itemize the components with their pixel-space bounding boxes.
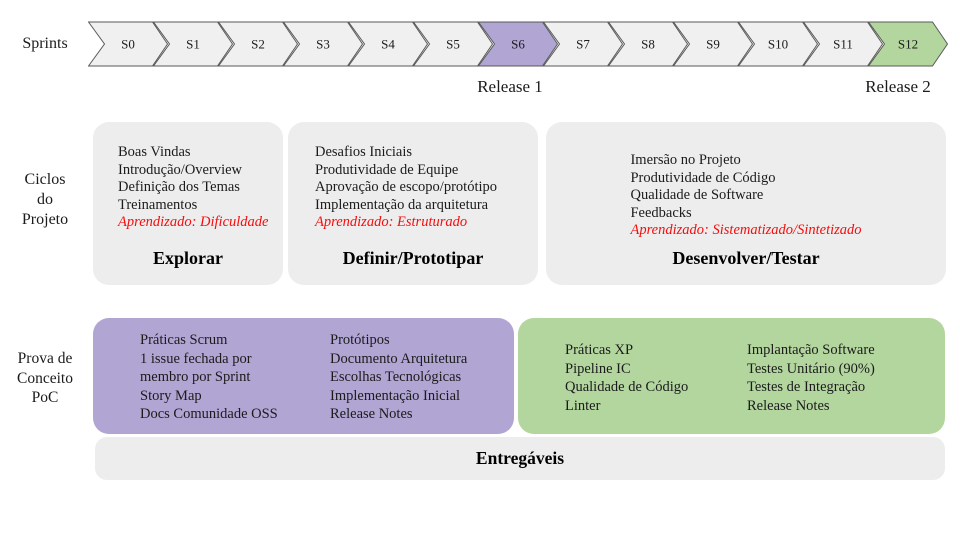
sprint-chevron-s3: [282, 21, 364, 67]
sprint-label-s6: S6: [511, 37, 525, 52]
xp-item: Implantação Software: [747, 342, 875, 358]
sprint-chevron-s9: [672, 21, 754, 67]
sprint-label-s2: S2: [251, 37, 265, 52]
scrum-item: Story Map: [140, 387, 202, 404]
sprint-chevron-s4: [347, 21, 429, 67]
sprint-label-s10: S10: [768, 37, 788, 52]
define-item: Produtividade de Equipe: [315, 161, 459, 178]
define-item: Aprovação de escopo/protótipo: [315, 179, 498, 195]
xp-item: Pipeline IC: [565, 360, 631, 377]
scrum-item: 1 issue fechada por: [140, 350, 252, 367]
explore-item: Definição dos Temas: [118, 179, 240, 195]
xp-item: Linter: [565, 397, 601, 414]
scrum-item: Escolhas Tecnológicas: [330, 369, 462, 385]
sprint-chevron-s5: [412, 21, 494, 67]
release-2-label: Release 2: [865, 77, 931, 96]
poc-xp-box: Práticas XP Pipeline IC Qualidade de Cód…: [518, 318, 945, 434]
xp-item: Release Notes: [747, 397, 830, 414]
define-title: Definir/Prototipar: [342, 248, 484, 268]
cycles-row-label: Ciclos do Projeto: [0, 170, 90, 230]
scrum-item: Documento Arquitetura: [330, 350, 468, 367]
scrum-item: Docs Comunidade OSS: [140, 406, 278, 422]
develop-item-list: Imersão no Projeto Produtividade de Códi…: [630, 152, 861, 240]
define-learning-note: Aprendizado: Estruturado: [315, 214, 468, 230]
define-item: Desafios Iniciais: [315, 144, 413, 160]
xp-item: Qualidade de Código: [565, 379, 689, 395]
poc-scrum-box: Práticas Scrum 1 issue fechada por membr…: [93, 318, 514, 434]
scrum-item: Práticas Scrum: [140, 332, 228, 348]
develop-item: Imersão no Projeto: [630, 152, 741, 168]
poc-row-label-line3: PoC: [31, 389, 59, 406]
cycles-row-label-line3: Projeto: [21, 211, 69, 228]
sprint-label-s9: S9: [706, 37, 720, 52]
poc-row-label: Prova de Conceito PoC: [0, 349, 90, 408]
explore-learning-note: Aprendizado: Dificuldade: [118, 214, 269, 230]
explore-title: Explorar: [153, 248, 223, 268]
sprint-label-s8: S8: [641, 37, 655, 52]
cycle-box-explore: Boas Vindas Introdução/Overview Definiçã…: [93, 122, 283, 285]
deliverables-box: Entregáveis: [95, 437, 945, 480]
sprint-chevron-s0: [88, 21, 169, 67]
release-1-label: Release 1: [477, 77, 543, 96]
scrum-item: Implementação Inicial: [330, 387, 461, 404]
sprint-label-s11: S11: [833, 37, 853, 52]
cycle-box-develop: Imersão no Projeto Produtividade de Códi…: [546, 122, 946, 285]
xp-box-col2: Implantação Software Testes Unitário (90…: [747, 341, 875, 415]
sprint-chevron-s6: [477, 21, 559, 67]
define-item-list: Desafios Iniciais Produtividade de Equip…: [315, 144, 538, 232]
explore-item-list: Boas Vindas Introdução/Overview Definiçã…: [118, 144, 283, 232]
explore-item: Treinamentos: [118, 196, 198, 213]
scrum-item: Release Notes: [330, 406, 413, 422]
xp-item: Testes de Integração: [747, 379, 866, 395]
sprint-chevron-s8: [607, 21, 689, 67]
sprint-label-s4: S4: [381, 37, 395, 52]
cycles-row-label-line1: Ciclos: [24, 171, 66, 188]
sprint-label-s0: S0: [121, 37, 135, 52]
sprint-label-s3: S3: [316, 37, 330, 52]
cycle-box-define: Desafios Iniciais Produtividade de Equip…: [288, 122, 538, 285]
develop-learning-note: Aprendizado: Sistematizado/Sintetizado: [630, 222, 862, 238]
sprint-chevron-s12: [867, 21, 948, 67]
scrum-item: membro por Sprint: [140, 369, 251, 385]
sprint-label-s1: S1: [186, 37, 200, 52]
poc-row-label-line2: Conceito: [17, 369, 73, 387]
xp-item: Testes Unitário (90%): [747, 360, 875, 377]
develop-item: Produtividade de Código: [630, 169, 776, 186]
define-item: Implementação da arquitetura: [315, 196, 489, 213]
scrum-box-col1: Práticas Scrum 1 issue fechada por membr…: [140, 331, 278, 424]
poc-row-label-line1: Prova de: [17, 350, 73, 367]
sprint-label-s5: S5: [446, 37, 460, 52]
sprint-chevron-s7: [542, 21, 624, 67]
deliverables-label: Entregáveis: [475, 448, 565, 468]
scrum-item: Protótipos: [330, 332, 390, 348]
sprint-label-s12: S12: [898, 37, 918, 52]
explore-item: Boas Vindas: [118, 144, 191, 160]
cycles-row-label-line2: do: [37, 191, 53, 208]
sprint-chevron-s1: [152, 21, 234, 67]
xp-box-col1: Práticas XP Pipeline IC Qualidade de Cód…: [565, 341, 688, 415]
sprint-timeline: S0 S1 S2 S3 S4 S5 S6 S7 S8 S9 S10 S11 S1…: [88, 21, 948, 67]
scrum-box-col2: Protótipos Documento Arquitetura Escolha…: [330, 331, 467, 424]
sprints-row-label: Sprints: [22, 35, 68, 52]
develop-title: Desenvolver/Testar: [672, 248, 820, 268]
develop-item: Qualidade de Software: [630, 187, 764, 203]
sprint-chevron-s11: [802, 21, 884, 67]
xp-item: Práticas XP: [565, 342, 634, 358]
sprint-chevron-s10: [737, 21, 819, 67]
develop-item: Feedbacks: [630, 204, 692, 221]
sprint-chevron-s2: [217, 21, 299, 67]
explore-item: Introdução/Overview: [118, 161, 243, 178]
sprint-label-s7: S7: [576, 37, 590, 52]
